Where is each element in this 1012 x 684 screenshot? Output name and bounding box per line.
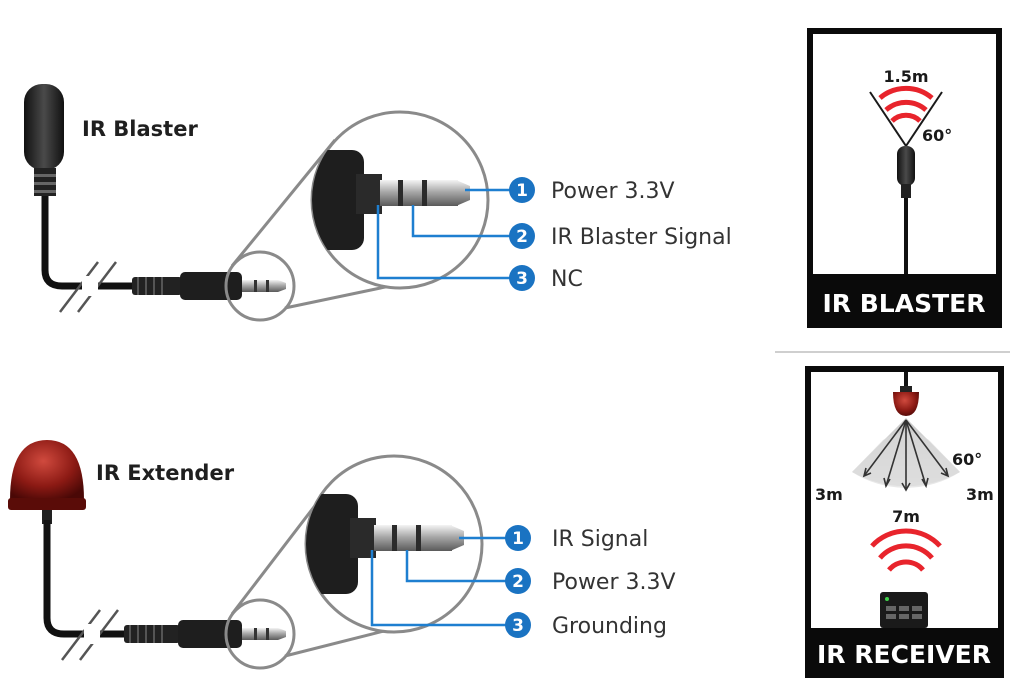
ir-extender-small-icon xyxy=(893,372,919,416)
ir-blaster-cable xyxy=(41,196,180,290)
receiver-left-distance: 3m xyxy=(815,485,843,504)
ir-extender-jack xyxy=(306,494,464,594)
pin-label: Power 3.3V xyxy=(552,570,676,595)
pin-label: IR Signal xyxy=(552,527,648,552)
pin-label: Grounding xyxy=(552,614,667,639)
cable-break-marks xyxy=(61,609,119,661)
pin-label: Power 3.3V xyxy=(551,179,675,204)
ir-blaster-label: IR Blaster xyxy=(82,117,198,141)
pin-number: 2 xyxy=(516,227,528,247)
ir-blaster-pin-3: 3 NC xyxy=(509,265,583,292)
ir-extender-pin-wires xyxy=(370,536,506,627)
ir-extender-pin-1: 1 IR Signal xyxy=(505,525,648,552)
ir-extender-pin-2: 2 Power 3.3V xyxy=(505,568,676,595)
ir-blaster-pin-1: 1 Power 3.3V xyxy=(509,177,675,204)
ir-blaster-device-icon xyxy=(24,84,64,196)
reception-arrows xyxy=(862,419,950,492)
ir-extender-device-icon xyxy=(8,440,86,524)
cone-edge-left xyxy=(869,91,907,147)
pin-number: 1 xyxy=(516,181,528,201)
zoom-source-circle xyxy=(224,598,296,670)
ir-blaster-small-icon xyxy=(897,146,915,274)
pin-number: 3 xyxy=(512,616,524,636)
ir-extender-section: IR Extender xyxy=(8,440,676,670)
blaster-distance-label: 1.5m xyxy=(883,67,928,86)
cone-edge-right xyxy=(905,91,943,147)
ir-receiver-panel: 60° 3m 3m 7m IR RECEIVER xyxy=(805,366,1004,678)
ir-blaster-jack xyxy=(312,150,470,250)
ir-receiver-device-icon xyxy=(880,592,928,628)
receiver-center-distance: 7m xyxy=(892,507,920,526)
ir-extender-cable xyxy=(43,520,180,638)
ir-blaster-plug xyxy=(132,272,286,300)
ir-extender-plug xyxy=(124,620,286,648)
ir-blaster-pin-2: 2 IR Blaster Signal xyxy=(509,223,732,250)
zoom-line-upper xyxy=(230,139,337,267)
pin-number: 2 xyxy=(512,572,524,592)
ir-blaster-section: IR Blaster xyxy=(24,84,732,322)
pin-label: IR Blaster Signal xyxy=(551,225,732,250)
pin-number: 3 xyxy=(516,269,528,289)
zoom-line-lower xyxy=(284,284,391,310)
ir-signal-waves-icon xyxy=(878,85,934,123)
receiver-angle-label: 60° xyxy=(952,450,982,469)
zoom-source-circle xyxy=(224,250,296,322)
cable-break-marks xyxy=(59,261,117,313)
ir-blaster-panel-title: IR BLASTER xyxy=(823,289,986,318)
receiver-right-distance: 3m xyxy=(966,485,994,504)
ir-receiver-panel-title: IR RECEIVER xyxy=(817,640,991,669)
pin-label: NC xyxy=(551,267,583,292)
blaster-angle-label: 60° xyxy=(922,126,952,145)
ir-extender-pin-3: 3 Grounding xyxy=(505,612,667,639)
ir-blaster-panel: 1.5m 60° IR BLASTER xyxy=(807,28,1002,328)
ir-extender-label: IR Extender xyxy=(96,461,235,485)
ir-signal-waves-icon xyxy=(870,528,942,572)
pin-number: 1 xyxy=(512,529,524,549)
zoom-line-lower xyxy=(284,629,385,658)
ir-blaster-pin-wires xyxy=(376,188,512,280)
